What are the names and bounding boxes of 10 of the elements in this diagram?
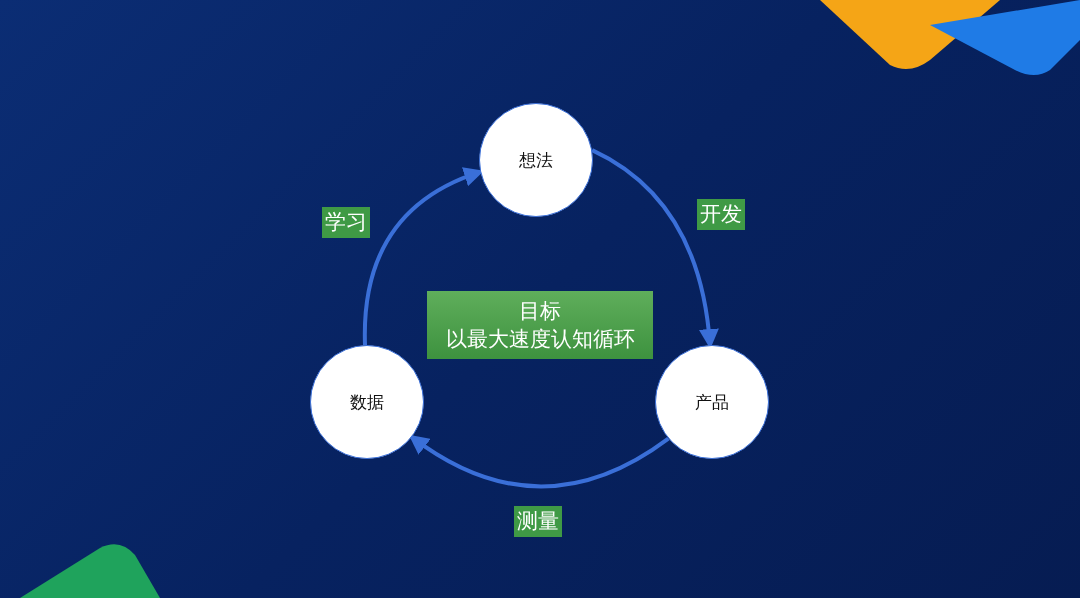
stage-label: 产品: [695, 390, 729, 414]
edge-label: 测量: [514, 506, 562, 538]
stage-label: 数据: [350, 390, 384, 414]
edge-label: 开发: [697, 199, 745, 231]
goal-box: [427, 291, 653, 359]
goal-text: 以最大速度认知循环: [445, 326, 635, 353]
stage-label: 想法: [519, 148, 553, 172]
goal-heading: 目标: [519, 297, 561, 325]
cycle-arrow: [408, 434, 670, 489]
edge-label: 学习: [322, 207, 370, 239]
